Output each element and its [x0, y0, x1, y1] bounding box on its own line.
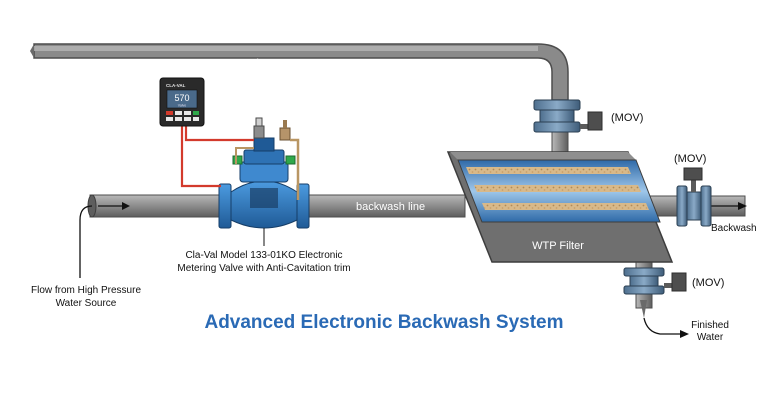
backwash-out-arrowhead	[738, 202, 747, 210]
filter-media-layer-1	[466, 167, 631, 174]
controller-keypad[interactable]	[166, 111, 199, 121]
raw-water-label: raw water	[212, 55, 272, 70]
cla-val-metering-valve[interactable]	[218, 117, 310, 229]
diagram-title: Advanced Electronic Backwash System	[204, 312, 563, 333]
flow-source-label-2: Water Source	[56, 298, 117, 309]
mov-valve-top[interactable]	[533, 99, 603, 133]
flow-arrowhead-in	[122, 202, 130, 210]
filter-media-layer-3	[482, 203, 649, 210]
finished-water-arrow	[643, 317, 680, 335]
backwash-out-label: Backwash	[711, 223, 757, 234]
valve-caption-2: Metering Valve with Anti-Cavitation trim	[177, 263, 350, 274]
mov-bottom-label: (MOV)	[692, 277, 724, 289]
control-wire-1	[180, 126, 221, 188]
flow-source-label-1: Flow from High Pressure	[31, 285, 141, 296]
backwash-line-label: backwash line	[356, 201, 425, 213]
controller-subtext: Valve	[178, 104, 187, 108]
valve-caption-1: Cla-Val Model 133-01KO Electronic	[185, 250, 342, 261]
mov-top-label: (MOV)	[611, 112, 643, 124]
wtp-filter: WTP Filter	[446, 151, 674, 263]
control-wire-2	[184, 126, 254, 142]
filter-label: WTP Filter	[532, 240, 584, 252]
controller-brand: CLA-VAL	[166, 83, 186, 88]
mov-right-label: (MOV)	[674, 153, 706, 165]
mov-valve-bottom[interactable]	[623, 267, 687, 295]
finished-water-label-2: Water	[697, 332, 724, 343]
mov-valve-right[interactable]	[676, 167, 712, 227]
finished-water-arrowhead	[680, 330, 689, 338]
finished-water-label-1: Finished	[691, 320, 729, 331]
filter-media-layer-2	[474, 185, 641, 192]
electronic-controller[interactable]: CLA-VAL 570 Valve	[159, 77, 205, 127]
source-flow-arrow	[79, 205, 93, 278]
controller-reading: 570	[174, 93, 189, 103]
